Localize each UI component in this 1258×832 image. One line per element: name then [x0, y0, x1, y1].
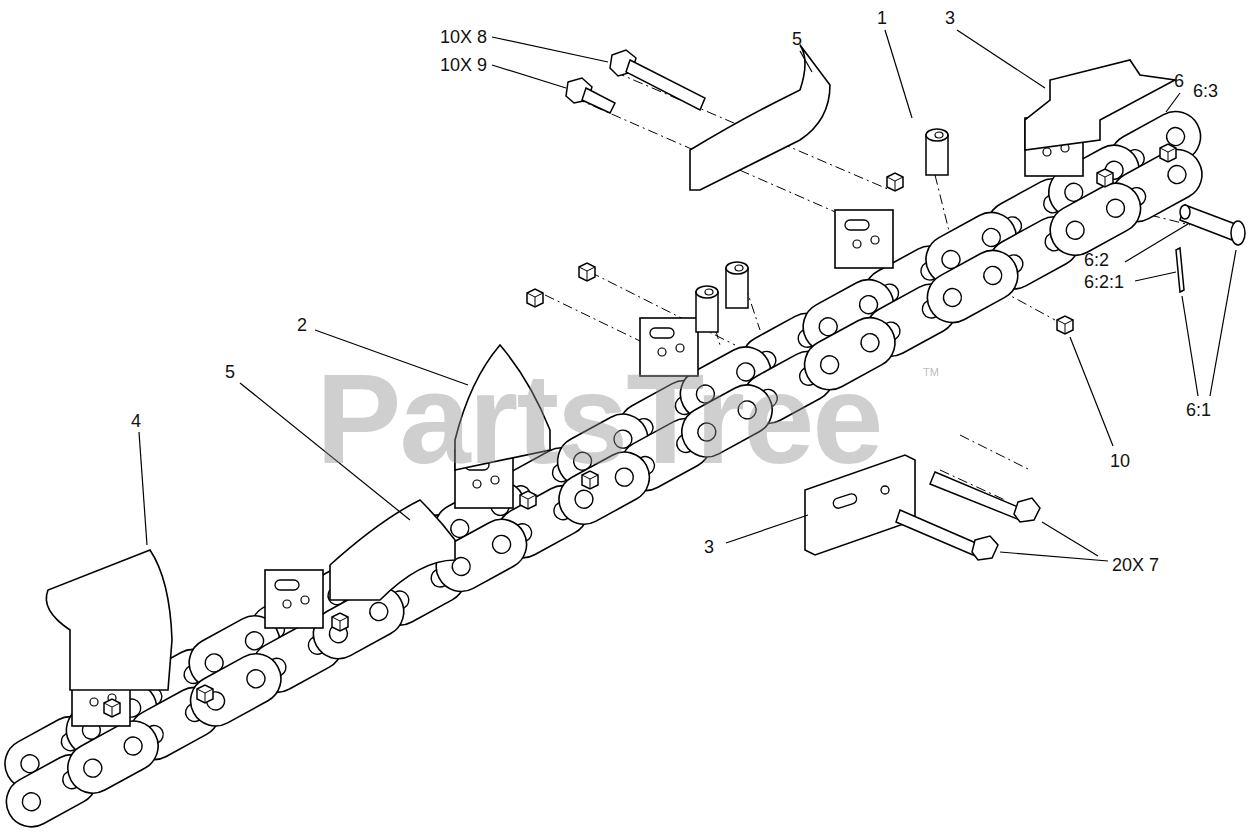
callout-number: 20X 7 [1112, 556, 1159, 574]
callout-number: 6:1 [1186, 401, 1211, 419]
callout-number: 6:3 [1193, 82, 1218, 100]
callout-number: 3 [945, 9, 955, 27]
callout-number: 10X 8 [440, 28, 487, 46]
callout-number: 10 [1110, 452, 1130, 470]
callout-number: 4 [131, 412, 141, 430]
callout-number: 6:2 [1084, 251, 1109, 269]
callout-number: 5 [792, 30, 802, 48]
callout-number: 1 [877, 9, 887, 27]
callout-number: 6 [1174, 72, 1184, 90]
watermark: PartsTree [316, 355, 882, 483]
callout-number: 10X 9 [440, 56, 487, 74]
callout-number: 6:2:1 [1084, 273, 1124, 291]
callout-number: 5 [225, 363, 235, 381]
trademark: TM [923, 367, 939, 378]
callout-number: 2 [297, 316, 307, 334]
callout-number: 3 [704, 538, 714, 556]
